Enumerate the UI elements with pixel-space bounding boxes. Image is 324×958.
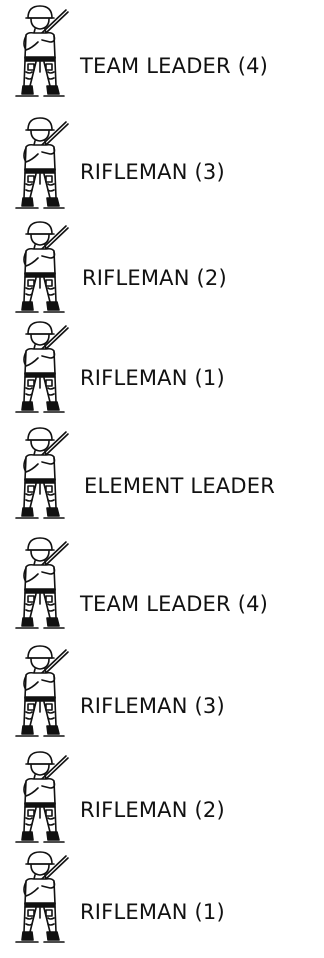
formation-row: RIFLEMAN (2) <box>0 748 324 848</box>
formation-row: RIFLEMAN (3) <box>0 642 324 742</box>
soldier-icon <box>6 424 74 524</box>
soldier-icon <box>6 642 74 742</box>
formation-row: RIFLEMAN (1) <box>0 318 324 418</box>
position-label: TEAM LEADER (4) <box>80 592 268 616</box>
soldier-icon <box>6 848 74 948</box>
formation-row: ELEMENT LEADER <box>0 424 324 528</box>
position-label: RIFLEMAN (3) <box>80 160 225 184</box>
soldier-icon <box>6 218 74 318</box>
position-label: RIFLEMAN (3) <box>80 694 225 718</box>
position-label: TEAM LEADER (4) <box>80 54 268 78</box>
position-label: RIFLEMAN (2) <box>82 266 227 290</box>
formation-row: RIFLEMAN (2) <box>0 218 324 318</box>
position-label: RIFLEMAN (1) <box>80 900 225 924</box>
formation-row: TEAM LEADER (4) <box>0 534 324 636</box>
soldier-icon <box>6 534 74 634</box>
soldier-icon <box>6 114 74 214</box>
soldier-icon <box>6 2 74 102</box>
formation-row: RIFLEMAN (1) <box>0 848 324 952</box>
soldier-icon <box>6 748 74 848</box>
formation-row: TEAM LEADER (4) <box>0 2 324 102</box>
position-label: RIFLEMAN (2) <box>80 798 225 822</box>
position-label: ELEMENT LEADER <box>84 474 275 498</box>
formation-row: RIFLEMAN (3) <box>0 114 324 214</box>
position-label: RIFLEMAN (1) <box>80 366 225 390</box>
soldier-icon <box>6 318 74 418</box>
